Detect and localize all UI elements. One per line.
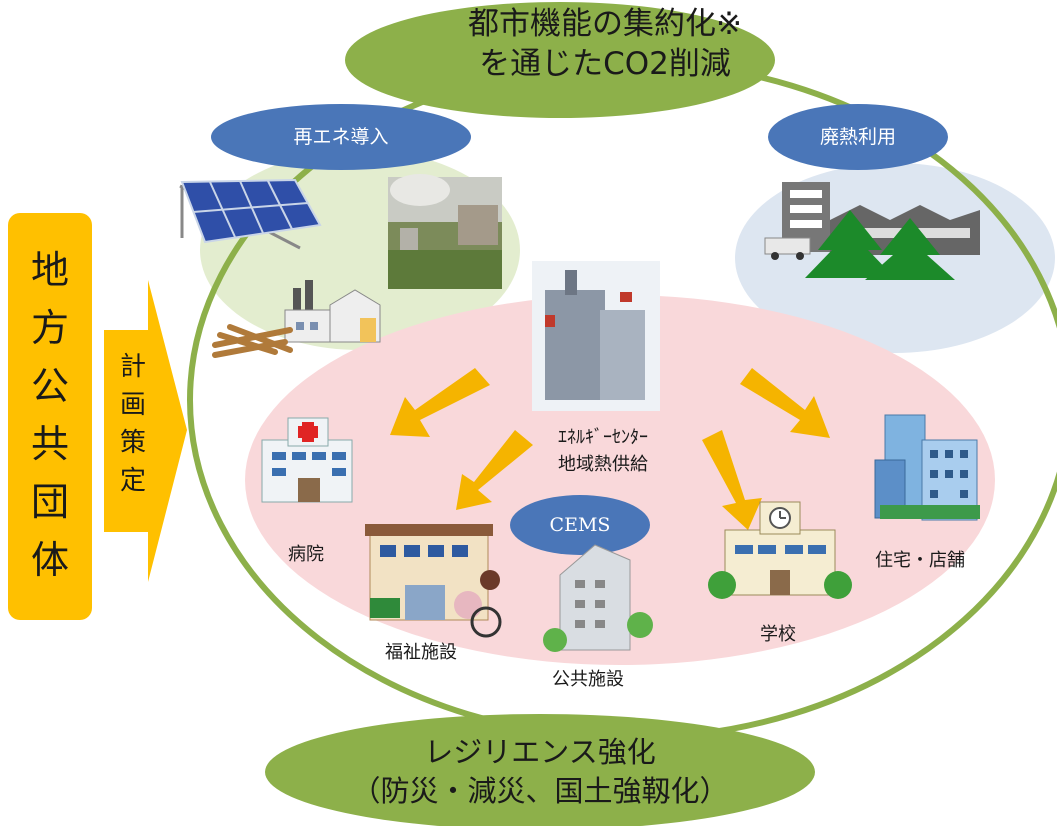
renewable-label: 再エネ導入	[293, 126, 389, 148]
welfare-label: 福祉施設	[385, 642, 457, 663]
resilience-title: レジリエンス強化 （防災・減災、国土強靱化）	[330, 733, 750, 811]
welfare-facility-icon	[365, 524, 502, 638]
local-government-box: 地 方 公 共 団 体	[8, 213, 92, 620]
trees-icon	[805, 210, 955, 280]
co2-reduction-title: 都市機能の集約化※ を通じたCO2削減	[395, 4, 815, 84]
arrow-to-housing	[740, 368, 830, 438]
arrow-to-hospital	[390, 368, 490, 437]
waste-heat-label: 廃熱利用	[819, 126, 896, 148]
school-icon	[708, 501, 852, 599]
public-facility-label: 公共施設	[552, 669, 624, 690]
co2-title-line: 都市機能の集約化※ を通じたCO2削減	[468, 6, 742, 82]
solar-panel-icon	[179, 178, 322, 250]
supply-arrows	[390, 368, 830, 530]
public-facility-icon	[543, 544, 653, 652]
arrow-to-school	[702, 430, 762, 530]
energy-center-photo	[532, 261, 660, 411]
planning-arrow	[104, 280, 187, 582]
resilience-ellipse	[265, 714, 815, 826]
hospital-icon	[261, 417, 353, 503]
resilience-title-line: レジリエンス強化 （防災・減災、国土強靱化）	[351, 735, 729, 808]
co2-reduction-ellipse	[345, 2, 775, 118]
housing-label: 住宅・店舗	[875, 550, 965, 571]
energy-center-label: ｴﾈﾙｷﾞｰｾﾝﾀｰ 地域熱供給	[558, 427, 648, 475]
local-government-label: 地 方 公 共 団 体	[30, 248, 69, 582]
housing-shops-icon	[874, 414, 980, 521]
geothermal-photo	[388, 174, 502, 289]
cems-label: CEMS	[549, 514, 611, 536]
arrow-to-welfare	[456, 430, 533, 510]
hospital-label: 病院	[288, 544, 324, 565]
waste-heat-pill	[768, 104, 948, 170]
renewable-pill	[211, 104, 471, 170]
cems-pill	[510, 495, 650, 555]
wood-pile-icon	[212, 324, 293, 358]
planning-label: 計 画 策 定	[119, 352, 146, 496]
biomass-plant-icon	[284, 280, 381, 343]
school-label: 学校	[760, 624, 796, 645]
